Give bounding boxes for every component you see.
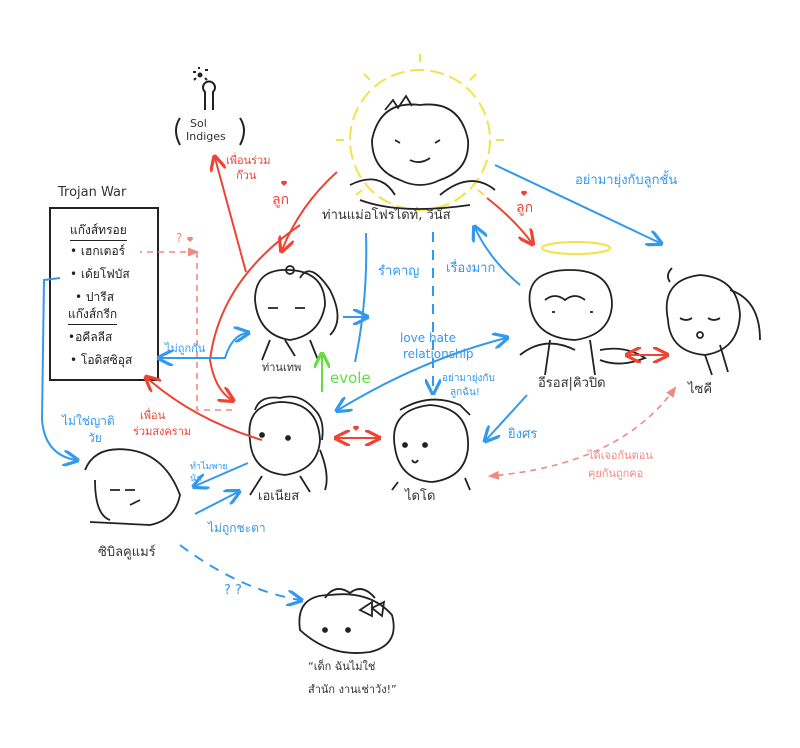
dido-figure	[391, 398, 471, 491]
arrow-eros-to-venus	[475, 228, 521, 286]
label-why: ทำไมพาย	[190, 462, 228, 472]
dido-name: ไดโด	[405, 489, 436, 504]
sibyl-figure	[84, 448, 181, 526]
trojan-title: Trojan War	[58, 185, 127, 200]
eros-figure	[519, 269, 647, 376]
label-dont-touch-son: อย่ามายุ่งกับลูกชั้น	[575, 173, 678, 188]
greek-member: •อคีลลีส	[68, 330, 113, 344]
heart-icons	[280, 180, 528, 431]
troy-header: แก๊งส์ทรอย	[70, 223, 127, 241]
label-dont-touch-2: อย่ามายุ่งกับ	[442, 373, 495, 384]
arrow-aeneas-to-troy	[147, 378, 263, 441]
arrow-aeneas-to-sibyl	[195, 462, 249, 486]
arrow-sibyl-to-aeneas	[194, 492, 238, 515]
label-why-2: นัก	[190, 474, 202, 484]
heart-question-icon	[186, 236, 194, 242]
arrow-venus-to-eros	[486, 197, 532, 243]
label-son-aeneas: ลูก	[272, 192, 290, 208]
greek-header: แก๊งส์กรีก	[68, 307, 118, 325]
venus-halo-icon	[336, 54, 504, 211]
label-gang-friend: เพื่อนร่วม	[226, 154, 271, 167]
eros-name: อีรอส|คิวปิด	[538, 376, 606, 391]
label-not-relative: ไม่ใช่ญาติ	[62, 414, 115, 428]
label-gang-friend-2: ก๊วน	[236, 169, 257, 182]
arrow-troy-to-sibyl	[40, 277, 76, 460]
girl-quote-2: สำนัก งานเช่าวัง!”	[308, 683, 397, 696]
arrow-venus-to-god	[282, 171, 338, 250]
girl-figure	[298, 588, 395, 654]
label-met: ได้เจอกันตอน	[588, 449, 653, 462]
label-war-friend: เพื่อน	[140, 409, 166, 422]
label-evolve: evole	[330, 369, 371, 387]
arrow-venus-to-psyche	[494, 164, 660, 243]
girl-quote-1: “เด็ก ฉันไม่ใช่	[308, 660, 376, 673]
label-met-2: คุยกันถูกคอ	[588, 467, 644, 480]
arrow-god-to-venus	[343, 232, 366, 363]
arrow-hector-hint	[140, 252, 232, 411]
aeneas-figure	[248, 395, 328, 496]
arrow-psyche-dido	[487, 386, 677, 480]
sol-label-1: Sol	[190, 117, 207, 130]
sibyl-name: ซิบิลคูแมร์	[98, 545, 156, 560]
venus-name: ท่านแม่อโฟรไดท์, วีนัส	[322, 208, 451, 223]
psyche-name: ไซคี	[688, 382, 713, 397]
label-question-marks: ? ?	[224, 583, 242, 598]
label-love-hate: love hate	[400, 331, 457, 345]
label-dont-touch-2b: ลูกฉัน!	[450, 387, 480, 398]
arrow-god-to-sol	[215, 158, 247, 273]
venus-figure	[349, 94, 496, 210]
label-son-eros: ลูก	[516, 200, 534, 216]
psyche-figure	[665, 267, 761, 376]
label-love-hate-2: relationship	[403, 347, 474, 361]
label-shoot-arrow: ยิงศร	[508, 427, 538, 442]
label-war-friend-2: ร่วมสงคราม	[133, 425, 192, 438]
sol-indiges-icon	[175, 67, 245, 146]
label-annoying: รำคาญ	[378, 264, 420, 279]
greek-member: • โอดิสซิอุส	[70, 353, 133, 367]
arrow-aeneas-eros	[338, 338, 506, 410]
troy-member: • ปารีส	[75, 290, 115, 304]
label-question-heart: ?	[176, 231, 183, 245]
label-not-get-along: ไม่ถูกกัน	[165, 342, 206, 355]
god-name: ท่านเทพ	[262, 361, 302, 374]
label-no-chemistry: ไม่ถูกชะตา	[208, 521, 266, 535]
troy-member: • เด้ยโฟบัส	[70, 267, 130, 281]
label-fussy: เรื่องมาก	[446, 261, 496, 276]
label-not-relative-2: วัย	[88, 431, 102, 445]
eros-halo-icon	[541, 241, 611, 255]
trojan-war-box	[49, 207, 159, 381]
aeneas-name: เอเนียส	[258, 489, 300, 504]
arrow-odysseus-god	[160, 333, 247, 358]
god-figure	[254, 265, 339, 361]
sol-label-2: Indiges	[186, 130, 226, 143]
troy-member: • เฮกเตอร์	[70, 244, 126, 258]
